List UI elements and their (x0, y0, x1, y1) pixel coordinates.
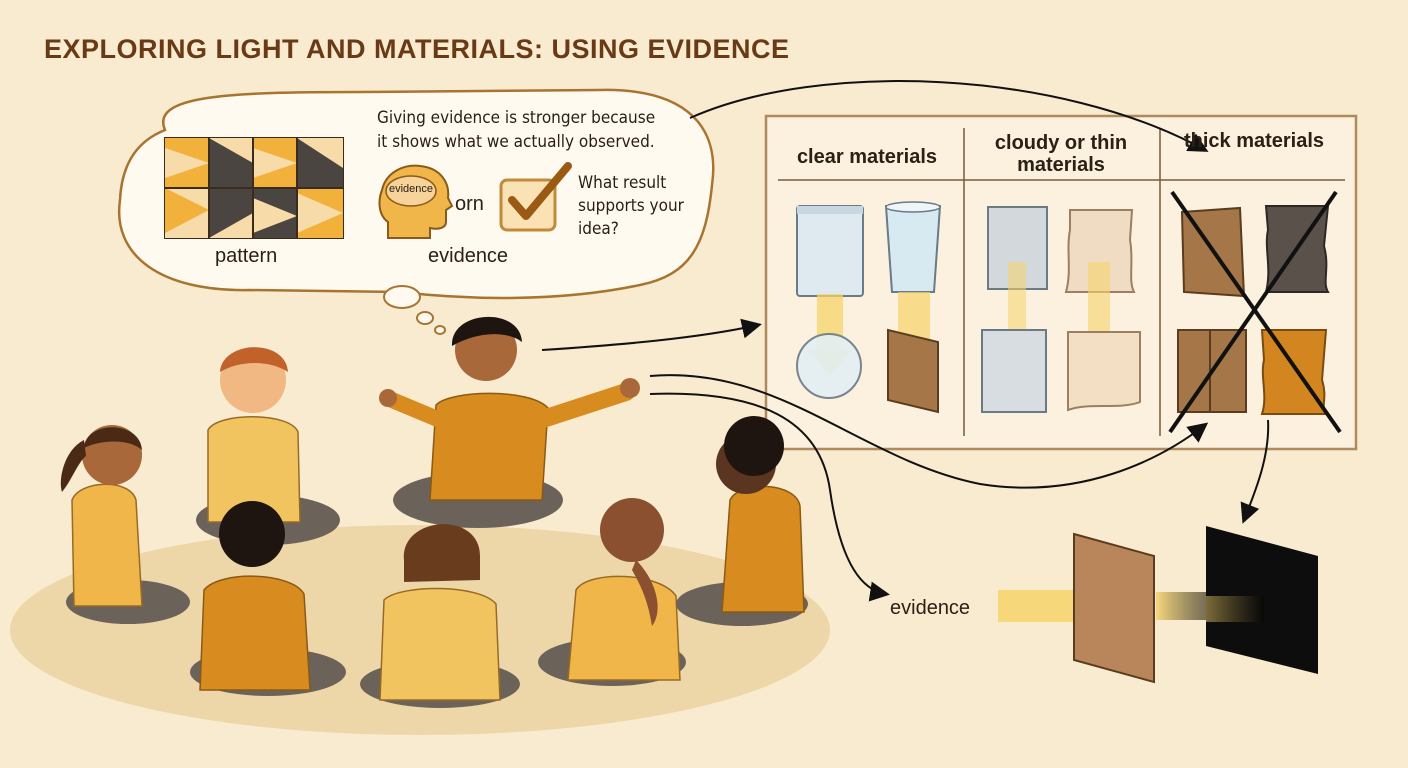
tissue-icon (1067, 331, 1141, 412)
head-brain-icon (378, 164, 454, 239)
child-left-ponytail (60, 425, 190, 624)
child-back-left-red-hair (196, 347, 340, 545)
glass-icon (884, 201, 942, 293)
arrow (689, 80, 1209, 152)
head-tag-label: evidence (388, 183, 434, 195)
pattern-grid (164, 137, 344, 239)
pattern-label: pattern (215, 245, 278, 267)
bottom-evidence-label: evidence (890, 597, 971, 619)
light-beam (998, 590, 1078, 622)
child-right-curly-hair (676, 416, 808, 626)
paper-stack-icon (981, 329, 1047, 413)
arrow (541, 318, 762, 351)
lens-icon (796, 333, 862, 399)
question-text: What result supports your idea? (578, 173, 684, 239)
child-speaker-center (379, 316, 640, 528)
column-heading-clear: clear materials (796, 146, 938, 168)
arrow (1240, 419, 1270, 524)
arrow (649, 374, 1209, 489)
column-heading-cloudy: cloudy or thin materials (994, 132, 1128, 176)
board-icon (1073, 532, 1155, 684)
cross-out (1168, 190, 1338, 434)
page-title: EXPLORING LIGHT AND MATERIALS: USING EVI… (44, 34, 790, 64)
evidence-label: evidence (428, 245, 509, 267)
child-front-right-ponytail (538, 498, 686, 686)
child-front-center (360, 524, 520, 708)
arrow (649, 392, 890, 602)
clear-bag-icon (796, 205, 864, 297)
child-front-left (190, 501, 346, 696)
column-heading-thick: thick materials (1183, 130, 1325, 152)
evidence-statement: Giving evidence is stronger because it s… (377, 108, 656, 152)
materials-chart (764, 114, 1358, 451)
cross-out (1170, 190, 1342, 434)
connector-label: orn (455, 193, 484, 215)
cardboard-icon (887, 328, 939, 414)
checkmark-icon (499, 162, 572, 232)
